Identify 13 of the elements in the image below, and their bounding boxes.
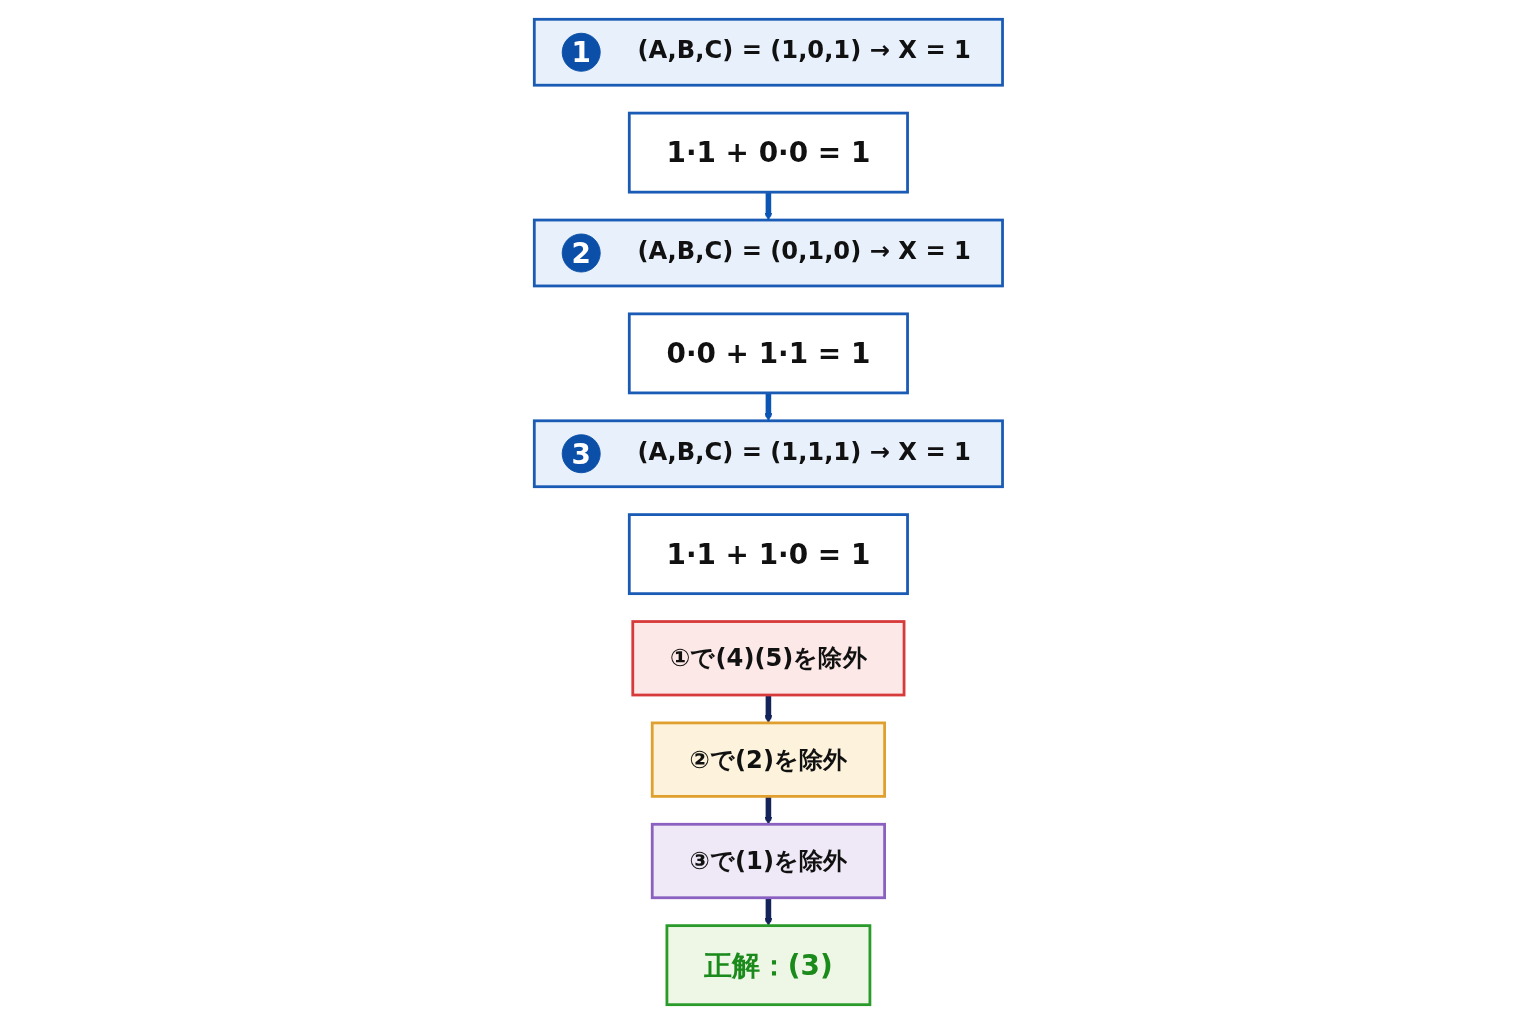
arrow (763, 392, 773, 422)
node-box: ③で(1)を除外 (650, 822, 886, 900)
node-circle: 3 (561, 434, 601, 474)
node-box: 1·1 + 1·0 = 1 (627, 513, 909, 596)
node-circle: 1 (561, 32, 601, 72)
node-circle: 2 (561, 233, 601, 273)
node-box: ①で(4)(5)を除外 (630, 620, 906, 697)
arrow (763, 694, 773, 724)
node-box: ②で(2)を除外 (650, 721, 886, 798)
node-box: 0·0 + 1·1 = 1 (627, 312, 909, 395)
arrow (763, 897, 773, 926)
node-box: 1·1 + 0·0 = 1 (627, 111, 909, 194)
node-box: 正解：(3) (665, 924, 871, 1007)
